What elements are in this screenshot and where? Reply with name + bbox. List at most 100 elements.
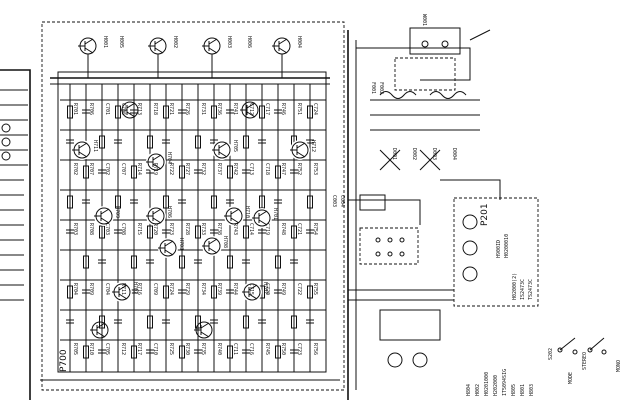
part-label: R755 xyxy=(312,283,318,295)
transistor-label: H709 xyxy=(114,206,120,218)
transistor-label: H706 xyxy=(166,206,172,218)
part-label: C724 xyxy=(312,103,318,115)
part-label: R715 xyxy=(136,223,142,235)
part-label: R718 xyxy=(152,103,158,115)
resistor xyxy=(195,135,201,149)
diode-label-1: D001 xyxy=(391,148,397,160)
resistor xyxy=(259,105,265,119)
left-partial-circuit xyxy=(0,69,31,400)
part-label: C707 xyxy=(120,163,126,175)
part-label: R734 xyxy=(200,283,206,295)
part-label: C709 xyxy=(152,283,158,295)
capacitor xyxy=(194,349,202,354)
transistor xyxy=(146,153,165,171)
transistor xyxy=(94,207,113,225)
capacitor xyxy=(306,229,314,234)
resistor xyxy=(211,105,217,119)
part-label: R752 xyxy=(296,163,302,175)
resistor xyxy=(195,225,201,239)
bottom-label: H002 xyxy=(475,384,481,396)
transistor-backdrop xyxy=(158,238,178,258)
block-label-4: H02000(2) xyxy=(512,273,518,300)
capacitor xyxy=(274,109,282,114)
capacitor xyxy=(130,199,138,204)
switch-label-4: MONO xyxy=(616,360,622,372)
ac-plug xyxy=(409,27,461,55)
part-label: R726 xyxy=(184,103,190,115)
part-label: R731 xyxy=(200,103,206,115)
part-label: R729 xyxy=(184,283,190,295)
output-transistor xyxy=(148,37,167,55)
transistor-label: H704 xyxy=(166,152,172,164)
part-label: R710 xyxy=(88,343,94,355)
part-label: R756 xyxy=(312,343,318,355)
capacitor xyxy=(258,139,266,144)
board-outline xyxy=(41,21,345,391)
resistor xyxy=(291,225,297,239)
transistor-backdrop xyxy=(72,140,92,160)
capacitor xyxy=(66,319,74,324)
resistor xyxy=(211,195,217,209)
part-label: C715 xyxy=(248,283,254,295)
resistor xyxy=(275,345,281,359)
part-label: R703 xyxy=(72,223,78,235)
capacitor xyxy=(306,139,314,144)
resistor xyxy=(67,195,73,209)
resistor xyxy=(99,225,105,239)
output-transistor xyxy=(78,37,97,55)
fuse-label-2: F002 xyxy=(378,82,384,94)
transistor-backdrop xyxy=(146,152,166,172)
output-transistor-label: H006 xyxy=(246,36,252,48)
part-label: R701 xyxy=(72,103,78,115)
transistor xyxy=(202,237,221,255)
capacitor xyxy=(290,169,298,174)
resistor xyxy=(67,285,73,299)
capacitor xyxy=(194,169,202,174)
part-label: R749 xyxy=(280,283,286,295)
diode-label-4: D004 xyxy=(451,148,457,160)
resistor xyxy=(115,105,121,119)
capacitor xyxy=(290,259,298,264)
capacitor xyxy=(146,259,154,264)
resistor xyxy=(99,135,105,149)
capacitor xyxy=(242,259,250,264)
diode-label-3: D003 xyxy=(431,148,437,160)
bottom-label: IT5094SIG xyxy=(502,369,508,396)
transistor-label: H701 xyxy=(272,208,278,220)
part-label: R705 xyxy=(72,343,78,355)
part-label: R732 xyxy=(200,163,206,175)
part-label: C722 xyxy=(296,283,302,295)
transistor-backdrop xyxy=(224,206,244,226)
capacitor xyxy=(226,289,234,294)
transistor-backdrop xyxy=(252,208,272,228)
transistor xyxy=(252,209,271,227)
part-label: R751 xyxy=(296,103,302,115)
part-label: C721 xyxy=(296,223,302,235)
part-label: R748 xyxy=(280,223,286,235)
resistor xyxy=(243,315,249,329)
part-label: R738 xyxy=(216,223,222,235)
plug-label: W001 xyxy=(421,14,427,26)
transistor xyxy=(194,321,213,339)
part-label: R737 xyxy=(216,163,222,175)
resistor xyxy=(67,105,73,119)
capacitor xyxy=(130,109,138,114)
switch-label-3: STEREO xyxy=(582,352,588,370)
part-label: R716 xyxy=(136,283,142,295)
resistor xyxy=(115,195,121,209)
bottom-label: H0201000 xyxy=(484,372,490,396)
capacitor xyxy=(242,349,250,354)
capacitor xyxy=(242,169,250,174)
part-label: C713 xyxy=(248,163,254,175)
transistor-backdrop xyxy=(212,140,232,160)
resistor xyxy=(227,165,233,179)
part-label: R714 xyxy=(136,163,142,175)
resistor xyxy=(179,165,185,179)
resistor xyxy=(147,315,153,329)
resistor xyxy=(195,315,201,329)
transistor-label: H702 xyxy=(132,282,138,294)
capacitor xyxy=(178,199,186,204)
transistor-label: H712 xyxy=(310,140,316,152)
capacitor xyxy=(210,319,218,324)
